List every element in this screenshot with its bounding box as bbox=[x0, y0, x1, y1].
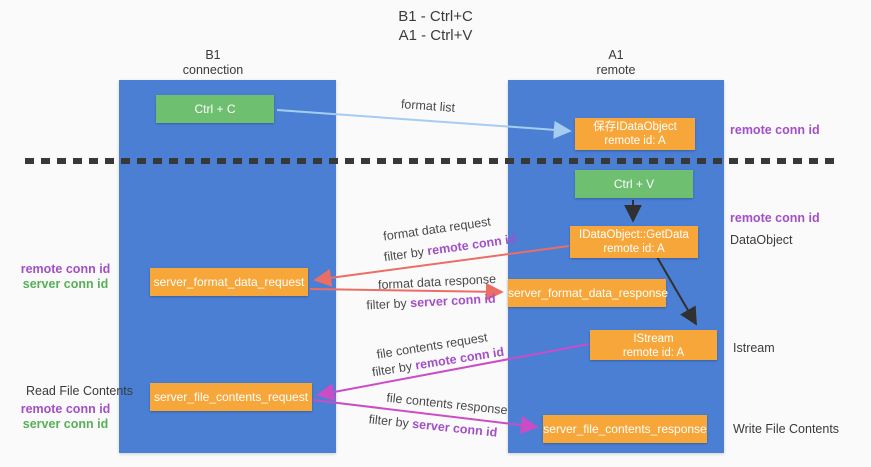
node-file-request-label: server_file_contents_request bbox=[153, 390, 309, 404]
annotation-left-bottom-remote-conn-id: remote conn id bbox=[20, 402, 111, 416]
node-idataobject-getdata: IDataObject::GetData remote id: A bbox=[570, 226, 698, 258]
label-file-contents-response: file contents response bbox=[386, 391, 508, 418]
annotation-dataobject: DataObject bbox=[730, 233, 793, 247]
node-server-file-contents-request: server_file_contents_request bbox=[150, 383, 312, 411]
node-istream-remote-id: remote id: A bbox=[622, 347, 685, 359]
lane-a1-subname: remote bbox=[596, 63, 636, 77]
node-server-format-data-response: server_format_data_response bbox=[508, 279, 669, 307]
annotation-left-bottom-server-conn-id: server conn id bbox=[22, 417, 109, 431]
node-format-response-label: server_format_data_response bbox=[508, 286, 669, 300]
label-filter-by-server-conn-id-2: filter by server conn id bbox=[368, 412, 498, 439]
annotation-write-file-contents: Write File Contents bbox=[733, 422, 840, 436]
node-ctrl-v-label: Ctrl + V bbox=[613, 177, 655, 191]
server-conn-id-text: server conn id bbox=[409, 291, 496, 311]
title-line-2: A1 - Ctrl+V bbox=[398, 27, 473, 44]
lane-header-a1: A1 remote bbox=[556, 48, 676, 78]
label-file-contents-response-text: file contents response bbox=[385, 390, 509, 418]
label-format-list-text: format list bbox=[400, 97, 456, 115]
annotation-left-remote-conn-id: remote conn id bbox=[20, 262, 111, 276]
lane-b1-subname: connection bbox=[182, 63, 244, 77]
filter-by-text: filter by bbox=[368, 412, 410, 431]
annotation-read-file-contents: Read File Contents bbox=[26, 384, 134, 398]
annotation-remote-conn-id-top: remote conn id bbox=[730, 123, 820, 137]
lane-a1-name: A1 bbox=[608, 48, 624, 62]
node-format-request-label: server_format_data_request bbox=[153, 275, 305, 289]
lane-header-b1: B1 connection bbox=[153, 48, 273, 78]
annotation-left-server-conn-id: server conn id bbox=[22, 277, 109, 291]
node-save-idataobject-title: 保存IDataObject bbox=[593, 121, 677, 133]
annotation-istream: Istream bbox=[733, 341, 775, 355]
node-getdata-title: IDataObject::GetData bbox=[579, 229, 689, 241]
node-save-idataobject: 保存IDataObject remote id: A bbox=[575, 118, 695, 150]
label-format-data-response-text: format data response bbox=[377, 271, 497, 293]
label-format-data-response: format data response bbox=[378, 272, 497, 292]
node-istream: IStream remote id: A bbox=[590, 330, 717, 360]
title-line-1: B1 - Ctrl+C bbox=[398, 8, 473, 25]
node-save-idataobject-remote-id: remote id: A bbox=[604, 135, 666, 147]
node-server-format-data-request: server_format_data_request bbox=[150, 268, 308, 296]
node-server-file-contents-response: server_file_contents_response bbox=[543, 415, 707, 443]
filter-by-text: filter by bbox=[371, 359, 414, 380]
annotation-remote-conn-id-mid: remote conn id bbox=[730, 211, 820, 225]
annotation-group-left-mid: remote conn id server conn id bbox=[18, 262, 113, 292]
label-filter-by-server-conn-id-1: filter by server conn id bbox=[366, 292, 496, 313]
node-file-response-label: server_file_contents_response bbox=[543, 422, 707, 436]
filter-by-text: filter by bbox=[366, 296, 408, 313]
filter-by-text: filter by bbox=[382, 244, 425, 265]
node-ctrl-c-label: Ctrl + C bbox=[194, 102, 236, 116]
server-conn-id-text: server conn id bbox=[411, 416, 498, 440]
node-ctrl-c: Ctrl + C bbox=[156, 95, 274, 123]
label-format-list: format list bbox=[400, 97, 455, 115]
node-getdata-remote-id: remote id: A bbox=[603, 243, 665, 255]
lane-b1-name: B1 bbox=[205, 48, 221, 62]
remote-conn-id-text: remote conn id bbox=[426, 231, 518, 259]
annotation-group-left-bottom: remote conn id server conn id bbox=[18, 402, 113, 432]
diagram-title: B1 - Ctrl+C A1 - Ctrl+V bbox=[0, 7, 871, 45]
node-istream-title: IStream bbox=[633, 333, 674, 345]
node-ctrl-v: Ctrl + V bbox=[575, 170, 693, 198]
